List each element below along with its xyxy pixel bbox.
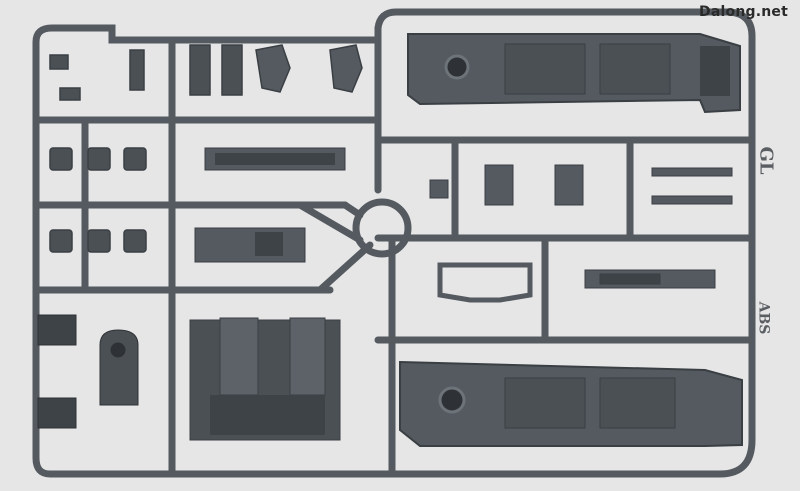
part-clamps [429,164,733,303]
part-bar [204,147,346,171]
runner-tag-gl: GL [755,146,777,175]
runner-tag-abs: ABS [755,301,772,335]
part-lower-long-panel [399,360,743,447]
part-armor-pair [255,44,363,93]
part-blocks [37,314,139,429]
part-box [194,227,306,263]
part-backpack [189,317,341,441]
part-upper-long-panel [407,33,741,114]
watermark-text: Dalong.net [699,4,788,20]
runner-frame [32,8,756,478]
runner-ring [352,198,412,258]
part-small-clips [49,44,243,253]
